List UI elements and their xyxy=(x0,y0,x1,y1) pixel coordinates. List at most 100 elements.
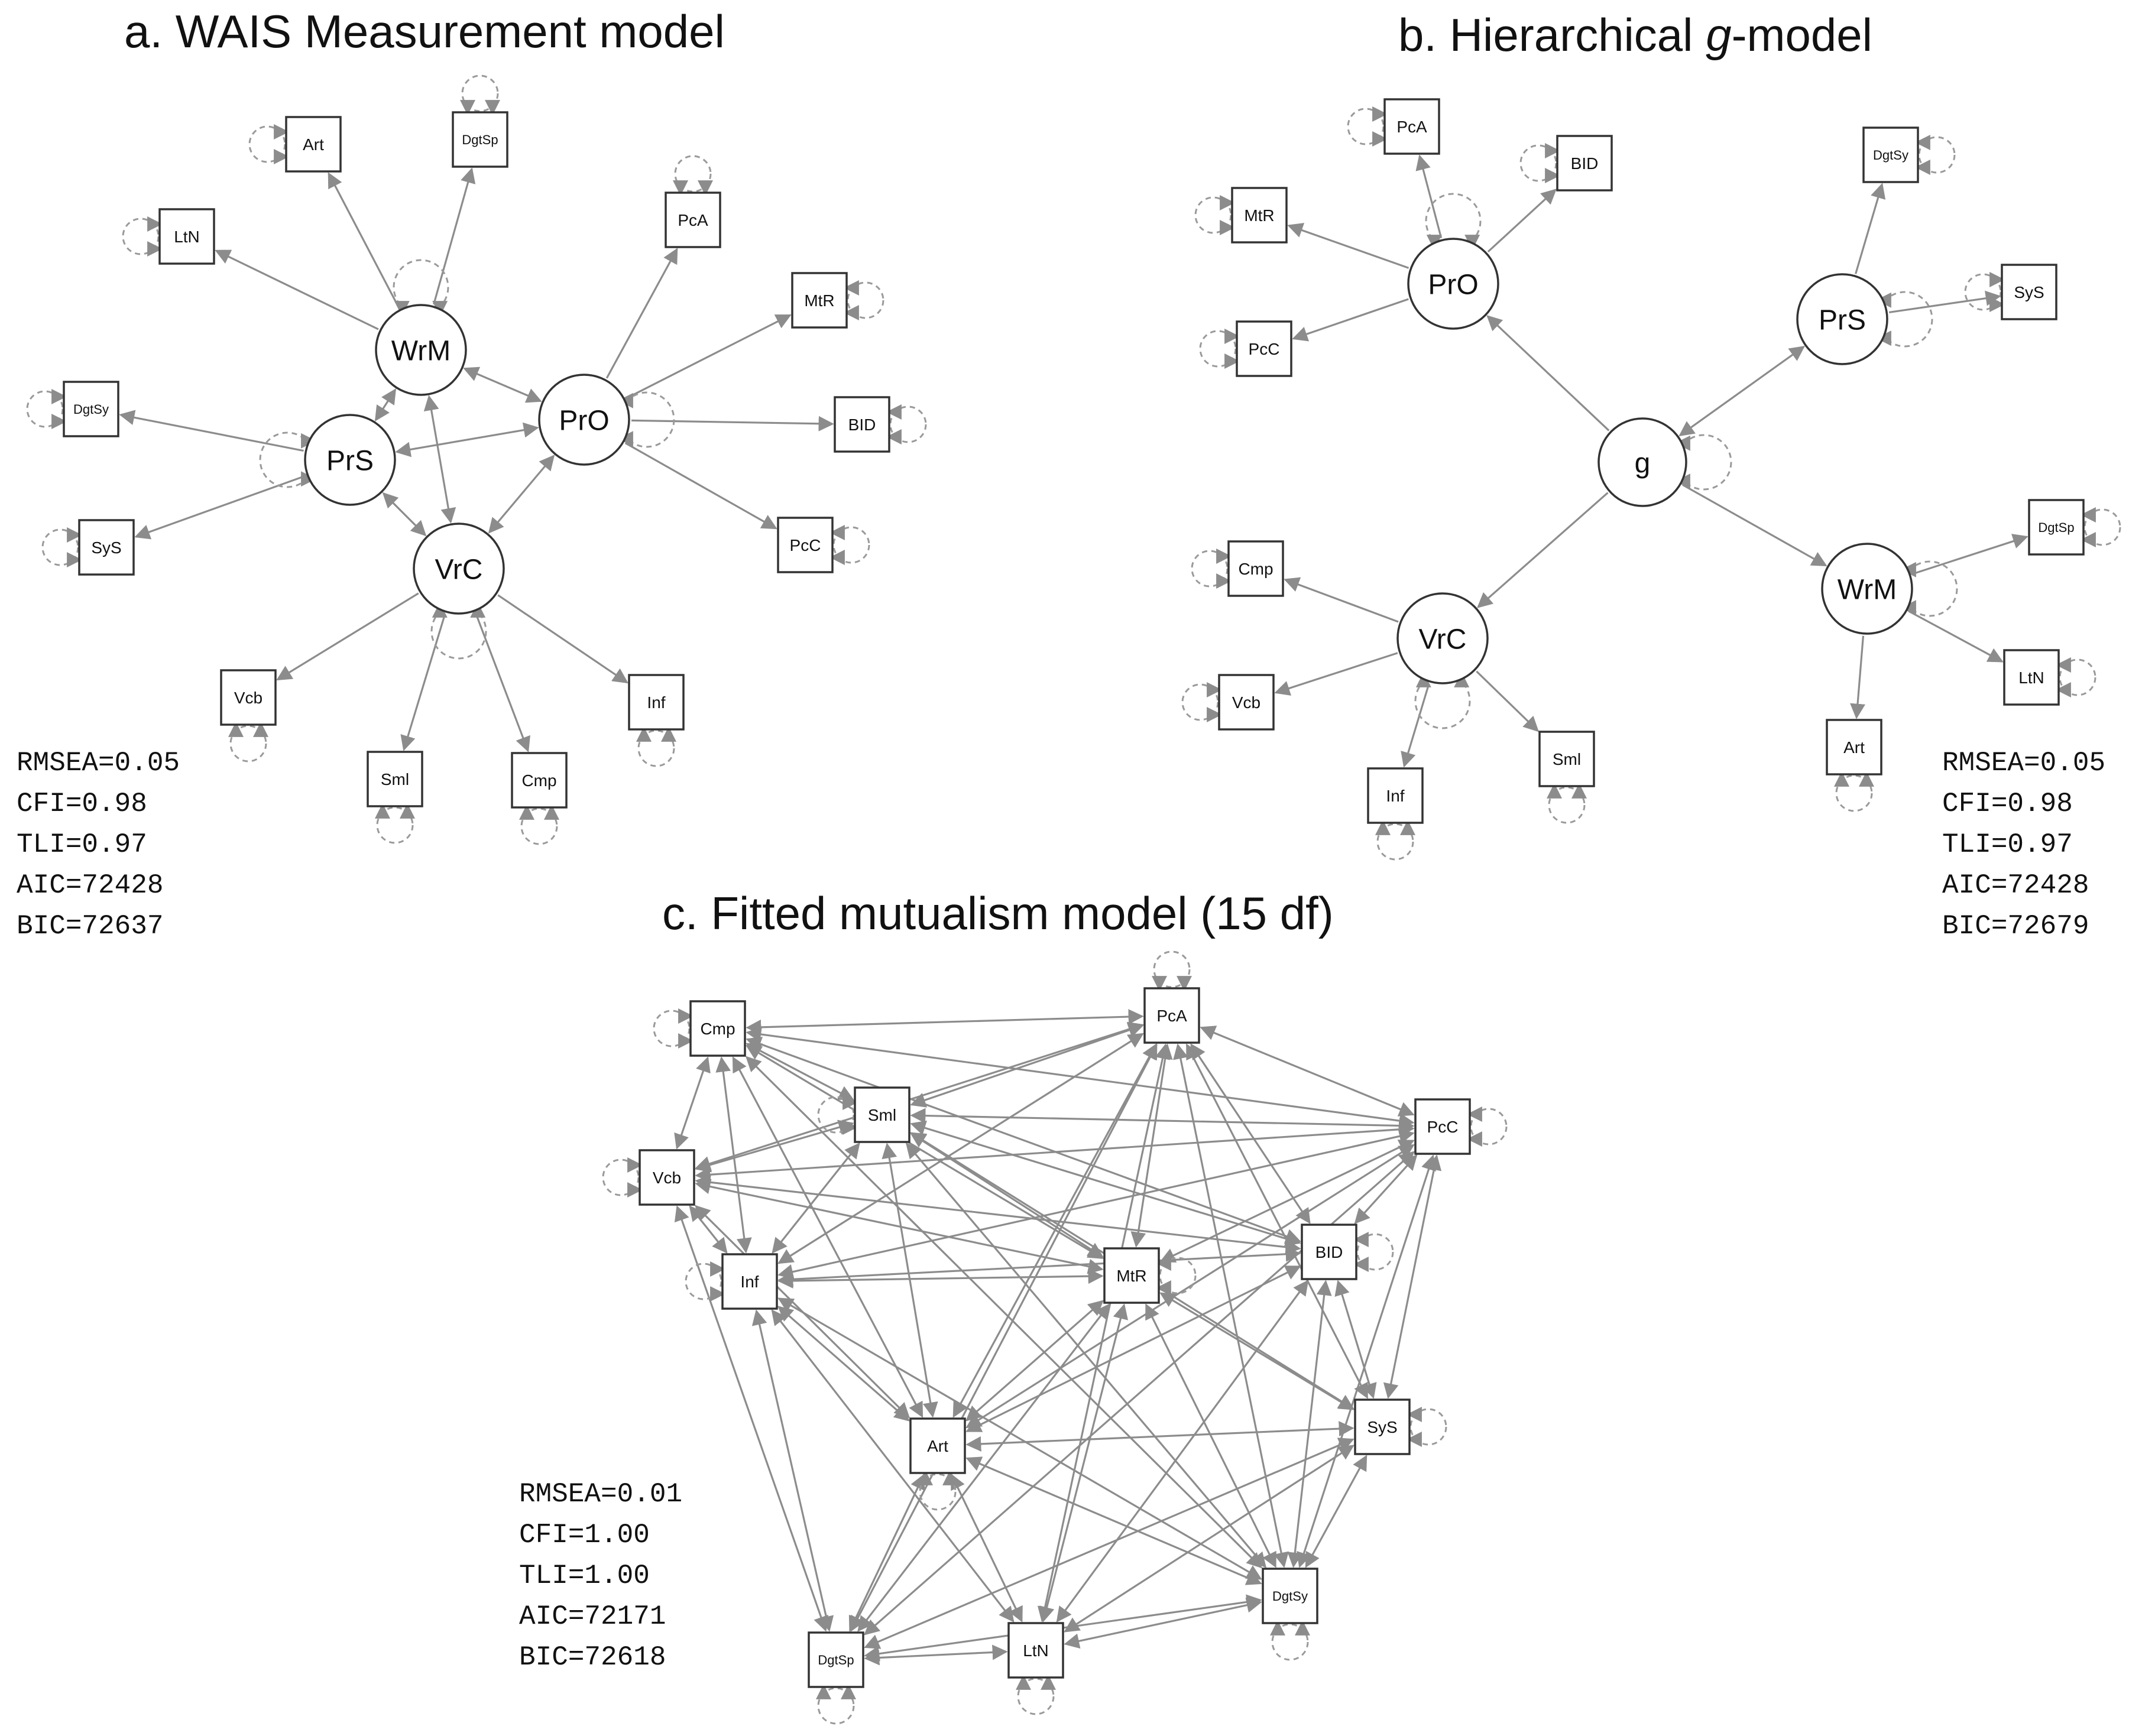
observed-node: BID xyxy=(834,396,890,453)
node-label: Cmp xyxy=(1238,560,1273,578)
path-arrow xyxy=(1476,670,1539,732)
node-label: Vcb xyxy=(1232,693,1260,712)
path-arrow xyxy=(215,249,379,330)
observed-box xyxy=(665,192,721,248)
observed-node: DgtSy xyxy=(1862,126,1919,183)
latent-circle xyxy=(413,523,505,615)
residual-variance-loop xyxy=(817,1687,855,1725)
residual-variance-loop xyxy=(1835,774,1873,812)
stat-line: TLI=0.97 xyxy=(1942,829,2073,860)
path-arrow xyxy=(1855,183,1886,274)
node-label: Cmp xyxy=(700,1020,735,1038)
path-arrow xyxy=(119,410,304,452)
path-arrow xyxy=(423,395,456,524)
node-label: BID xyxy=(1315,1243,1343,1261)
observed-box xyxy=(639,1149,695,1206)
node-label: DgtSp xyxy=(818,1653,854,1667)
path-arrow xyxy=(474,612,530,752)
residual-variance-loop xyxy=(847,281,884,319)
node-label: PcC xyxy=(790,536,821,554)
panel-b-title-prefix: b. Hierarchical xyxy=(1398,9,1706,61)
residual-variance-loop xyxy=(1964,273,2002,311)
latent-node: PrO xyxy=(538,374,630,466)
latent-node: VrC xyxy=(1396,592,1489,684)
residual-variance-loop xyxy=(1519,144,1557,182)
residual-variance-loop xyxy=(1470,1108,1508,1146)
observed-node: LtN xyxy=(1007,1622,1064,1679)
path-arrow xyxy=(1908,610,2004,663)
observed-node: Inf xyxy=(1367,767,1424,824)
latent-node: PrO xyxy=(1407,238,1499,330)
observed-box xyxy=(285,116,342,173)
path-arrow xyxy=(965,1144,1415,1429)
observed-node: DgtSy xyxy=(1262,1568,1318,1624)
observed-box xyxy=(854,1086,910,1143)
path-arrow xyxy=(1064,1597,1262,1649)
path-arrow xyxy=(965,1266,1301,1432)
node-label: SyS xyxy=(1367,1418,1397,1436)
observed-box xyxy=(689,1000,746,1057)
latent-circle xyxy=(1407,238,1499,330)
observed-box xyxy=(1301,1224,1357,1280)
residual-variance-loop xyxy=(1356,1233,1394,1271)
residual-variance-loop xyxy=(2083,508,2121,546)
node-label: Sml xyxy=(1553,750,1581,768)
observed-node: Cmp xyxy=(511,752,568,809)
latent-circle xyxy=(1396,592,1489,684)
node-label: Art xyxy=(303,135,324,154)
path-arrow xyxy=(1383,1154,1442,1399)
path-arrow xyxy=(695,1021,1144,1172)
observed-node: SyS xyxy=(78,519,135,576)
path-arrow xyxy=(1354,1154,1418,1224)
observed-node: SyS xyxy=(1354,1398,1411,1455)
residual-variance-loop xyxy=(1376,823,1414,861)
latent-node: WrM xyxy=(375,304,467,396)
node-label: WrM xyxy=(391,335,451,366)
observed-node: DgtSp xyxy=(808,1631,864,1688)
path-arrow xyxy=(777,1297,1262,1580)
node-label: PcA xyxy=(678,211,708,229)
latent-node: WrM xyxy=(1821,543,1913,635)
stat-line: BIC=72637 xyxy=(17,911,163,942)
observed-box xyxy=(834,396,890,453)
node-label: Sml xyxy=(868,1106,896,1124)
observed-box xyxy=(1236,320,1292,377)
node-label: PrO xyxy=(559,405,609,436)
residual-variance-loop xyxy=(1548,786,1586,824)
path-arrow xyxy=(910,1023,1144,1108)
latent-circle xyxy=(1597,417,1687,507)
observed-node: Art xyxy=(285,116,342,173)
stat-line: CFI=0.98 xyxy=(17,788,147,819)
latent-node: PrS xyxy=(1796,273,1888,365)
observed-node: MtR xyxy=(1103,1247,1160,1304)
observed-box xyxy=(1862,126,1919,183)
path-arrow xyxy=(1487,189,1557,253)
node-label: PcC xyxy=(1427,1118,1459,1136)
observed-box xyxy=(721,1253,778,1310)
path-arrow xyxy=(1682,484,1827,567)
path-arrow xyxy=(689,1205,728,1254)
path-arrow xyxy=(382,492,427,537)
path-arrow xyxy=(864,1644,1008,1666)
path-arrow xyxy=(746,1009,1144,1035)
node-label: PrS xyxy=(1819,304,1866,336)
latent-node: VrC xyxy=(413,523,505,615)
latent-node: g xyxy=(1597,417,1687,507)
path-arrow xyxy=(276,592,419,681)
stat-line: TLI=1.00 xyxy=(519,1560,650,1591)
latent-circle xyxy=(1796,273,1888,365)
node-label: PrS xyxy=(326,445,374,476)
observed-box xyxy=(2001,264,2057,320)
panel-c-title: c. Fitted mutualism model (15 df) xyxy=(662,887,1334,939)
observed-box xyxy=(1007,1622,1064,1679)
latent-circle xyxy=(304,414,396,506)
observed-box xyxy=(1826,719,1882,775)
node-label: LtN xyxy=(1023,1641,1049,1660)
residual-variance-loop xyxy=(889,405,927,443)
path-arrow xyxy=(488,455,555,534)
residual-variance-loop xyxy=(1159,1257,1197,1294)
residual-variance-loop xyxy=(26,390,64,428)
path-arrow xyxy=(1415,154,1443,239)
path-arrow xyxy=(695,1174,1301,1255)
latent-circle xyxy=(375,304,467,396)
